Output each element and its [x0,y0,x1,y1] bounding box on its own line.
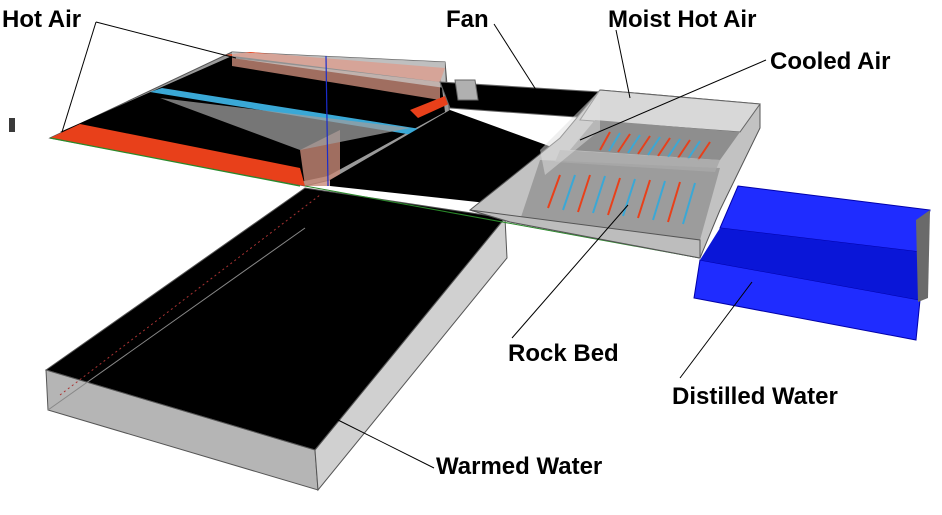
label-rock-bed: Rock Bed [508,340,619,367]
collector-ground-edge [49,137,301,187]
warmed-water-tank [44,187,508,492]
trough-inner [700,228,920,300]
fan-axis-line [325,55,329,187]
tank-inner-edge [47,227,306,411]
module-floor-lower [520,160,720,240]
module-front-wall [469,209,701,259]
label-moist-hot-air: Moist Hot Air [608,6,757,33]
origin-marker [9,118,15,132]
trough-end-wall [916,210,930,302]
hot-air-pipes [547,131,711,223]
distilled-water-trough [693,185,931,341]
deck-lower [330,110,560,205]
collector-glass-cover [232,52,445,88]
leader-fan [493,23,541,97]
module-glass-tint [540,90,600,175]
tank-side-face [314,216,508,492]
collector-glass-wedge [160,98,410,150]
label-distilled-water: Distilled Water [672,383,838,410]
label-warmed-water: Warmed Water [436,453,603,480]
hot-air-strip-bottom [50,124,305,186]
leader-lines [61,21,767,469]
cooled-air-pipes [562,132,701,225]
rock-bed-module [468,89,761,259]
leader-moist-hot-air [615,29,631,99]
module-floor-upper [570,120,740,160]
label-hot-air: Hot Air [2,6,82,33]
label-fan: Fan [446,6,489,33]
leader-cooled-air [579,59,767,141]
hot-air-collector [48,51,540,187]
leader-hot-air-right [95,21,237,59]
leader-distilled-water [679,281,753,379]
label-cooled-air: Cooled Air [770,48,891,75]
hot-air-strip-top-glass [232,58,440,100]
leader-hot-air-left [61,21,97,133]
leader-rock-bed [511,204,629,339]
leader-warmed-water [337,419,435,469]
module-divider-wall [555,150,720,172]
fan-housing [454,79,479,101]
